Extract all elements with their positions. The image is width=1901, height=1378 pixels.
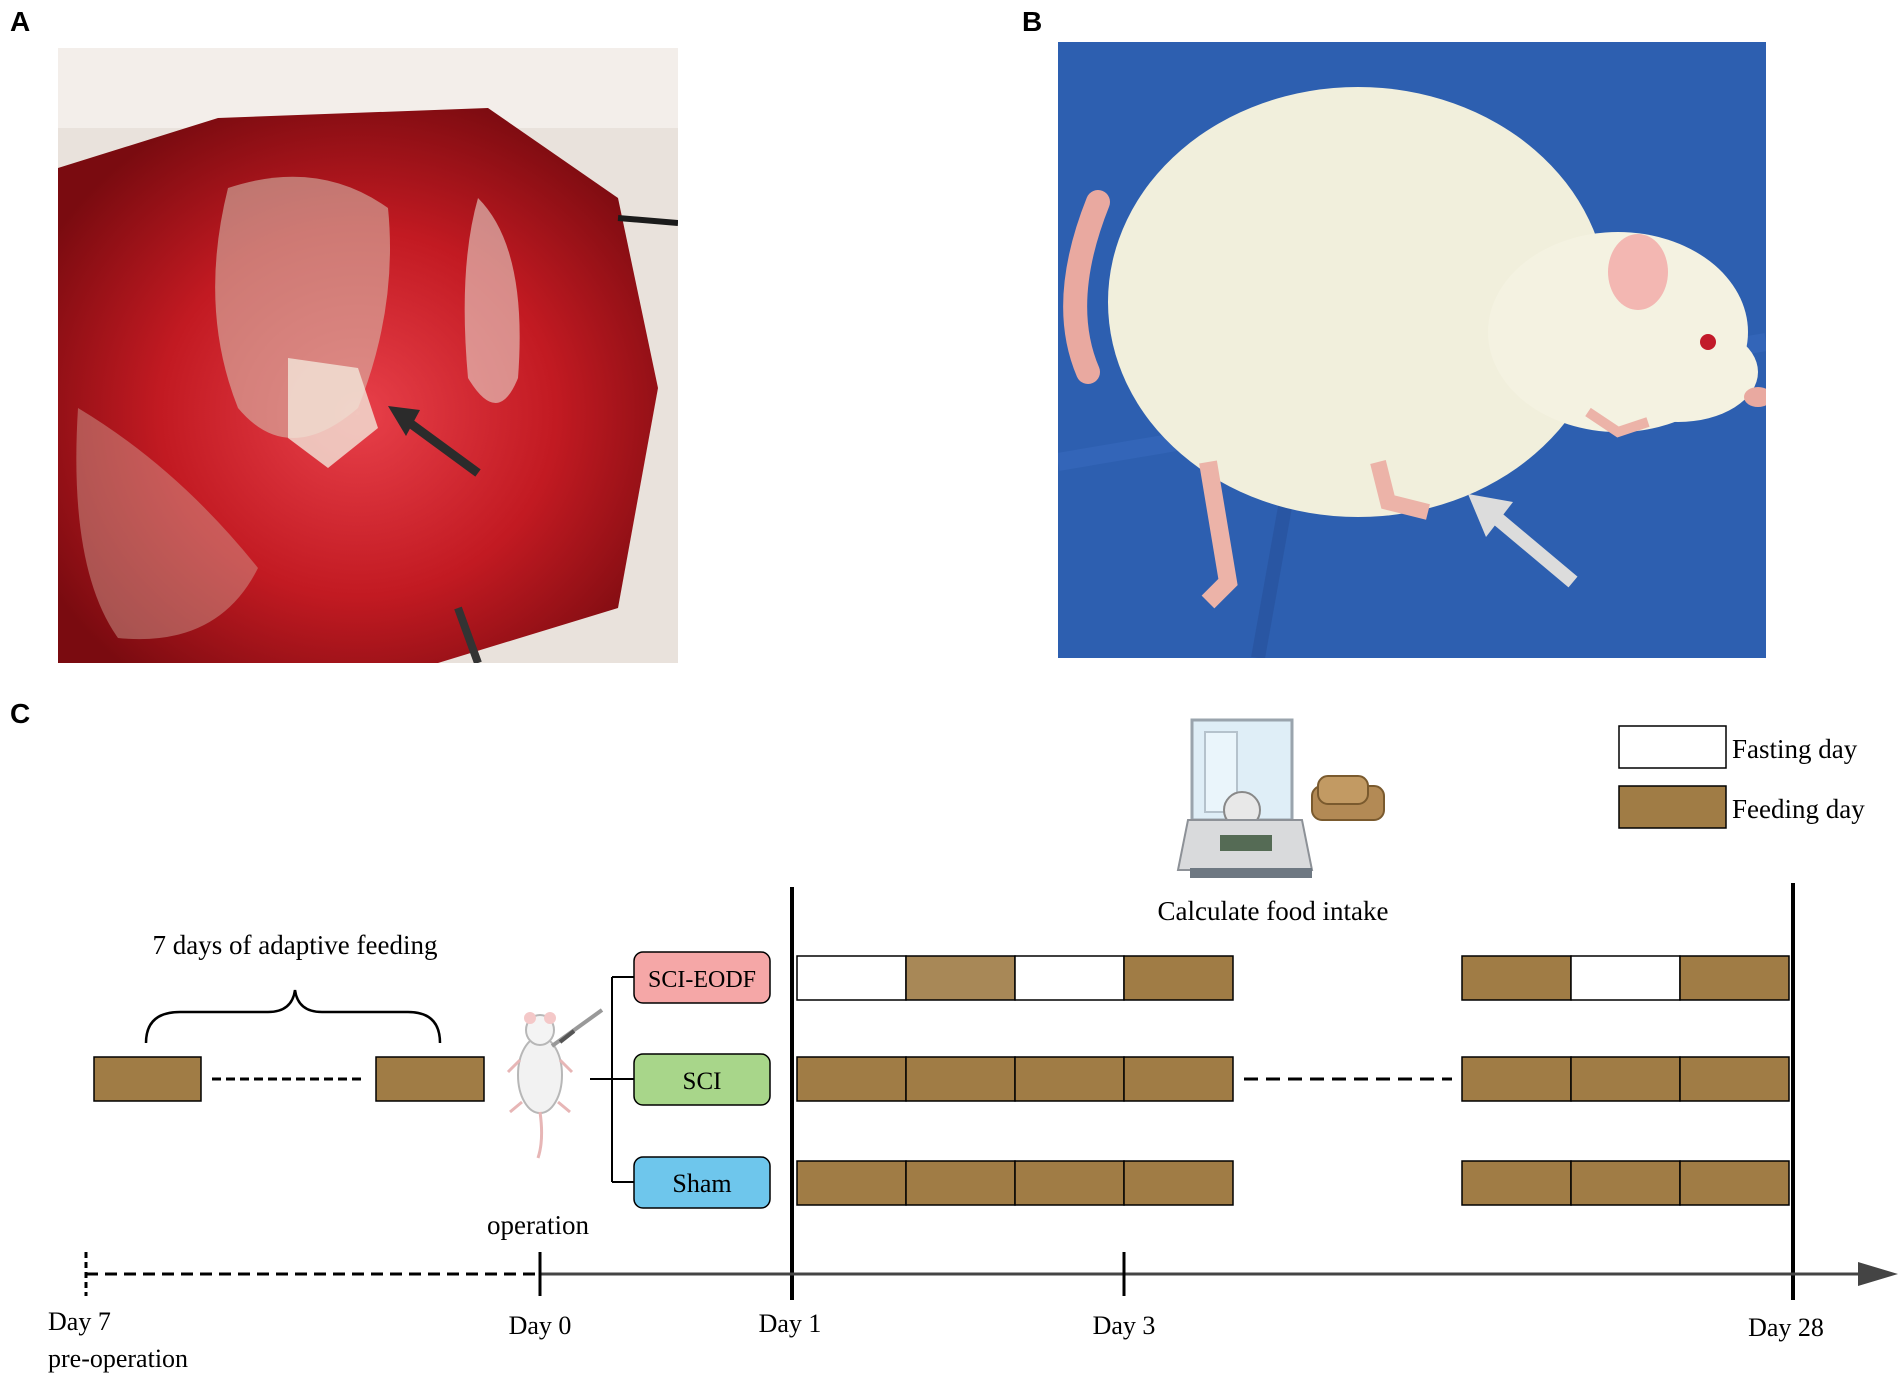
group-sham-box xyxy=(633,1156,771,1209)
panel-label-b: B xyxy=(1022,6,1043,37)
group-sci-label: SCI xyxy=(683,1068,722,1095)
sci-eodf-feeding-day-box xyxy=(1461,955,1572,1001)
sci-eodf-feeding-day-box xyxy=(1679,955,1790,1001)
day0-label: Day 0 xyxy=(509,1311,572,1340)
panel-label-c: C xyxy=(10,698,31,729)
group-bracket xyxy=(590,976,634,1183)
sci-feeding-day-box xyxy=(1461,1056,1572,1102)
sci-eodf-feeding-day-box xyxy=(905,955,1016,1001)
adaptive-brace xyxy=(144,989,442,1044)
sham-feeding-day-box xyxy=(1679,1160,1790,1206)
sci-feeding-day-box xyxy=(905,1056,1016,1102)
sci-eodf-fasting-day-box xyxy=(1570,955,1681,1001)
group-sham-label: Sham xyxy=(672,1169,731,1198)
analytical-balance-icon xyxy=(1176,718,1314,878)
legend-fasting-label: Fasting day xyxy=(1732,734,1858,764)
sham-feeding-day-box xyxy=(1461,1160,1572,1206)
sci-feeding-day-box xyxy=(1570,1056,1681,1102)
sham-feeding-day-box xyxy=(1570,1160,1681,1206)
day28-label: Day 28 xyxy=(1748,1313,1824,1342)
day3-label: Day 3 xyxy=(1093,1311,1156,1340)
sci-feeding-day-box xyxy=(1679,1056,1790,1102)
rat-photo xyxy=(1058,42,1766,658)
calculate-food-intake-label: Calculate food intake xyxy=(1158,896,1389,926)
sham-feeding-day-box xyxy=(1014,1160,1125,1206)
operation-label: operation xyxy=(487,1210,589,1240)
sci-eodf-feeding-day-box xyxy=(1123,955,1234,1001)
legend-feeding-swatch xyxy=(1618,785,1727,829)
legend-feeding-label: Feeding day xyxy=(1732,794,1865,824)
adaptive-feeding-label: 7 days of adaptive feeding xyxy=(153,930,438,960)
preop-label: pre-operation xyxy=(48,1344,188,1373)
timeline-arrowhead xyxy=(1858,1262,1898,1286)
day7-label: Day 7 xyxy=(48,1307,111,1336)
adaptive-feeding-box-start xyxy=(93,1056,202,1102)
sham-feeding-day-box xyxy=(1123,1160,1234,1206)
sci-feeding-day-box xyxy=(1014,1056,1125,1102)
food-pellet-icon xyxy=(1311,775,1385,821)
surgical-photo xyxy=(58,48,678,663)
legend-fasting-swatch xyxy=(1618,725,1727,769)
group-sci-eodf-box xyxy=(633,951,771,1004)
sci-feeding-day-box xyxy=(1123,1056,1234,1102)
timeline-diagram: Fasting day Feeding day Calculate food i… xyxy=(48,718,1898,1373)
syringe-icon xyxy=(550,1008,604,1048)
sham-feeding-day-box xyxy=(905,1160,1016,1206)
schedule-rows xyxy=(796,955,1790,1206)
sci-eodf-fasting-day-box xyxy=(1014,955,1125,1001)
adaptive-feeding-box-end xyxy=(375,1056,485,1102)
group-sci-eodf-label: SCI-EODF xyxy=(648,967,756,993)
sham-feeding-day-box xyxy=(796,1160,907,1206)
sci-feeding-day-box xyxy=(796,1056,907,1102)
panel-label-a: A xyxy=(10,6,31,37)
group-sci-box xyxy=(633,1053,771,1106)
day1-label: Day 1 xyxy=(759,1309,822,1338)
rat-icon xyxy=(506,1012,574,1159)
sci-eodf-fasting-day-box xyxy=(796,955,907,1001)
